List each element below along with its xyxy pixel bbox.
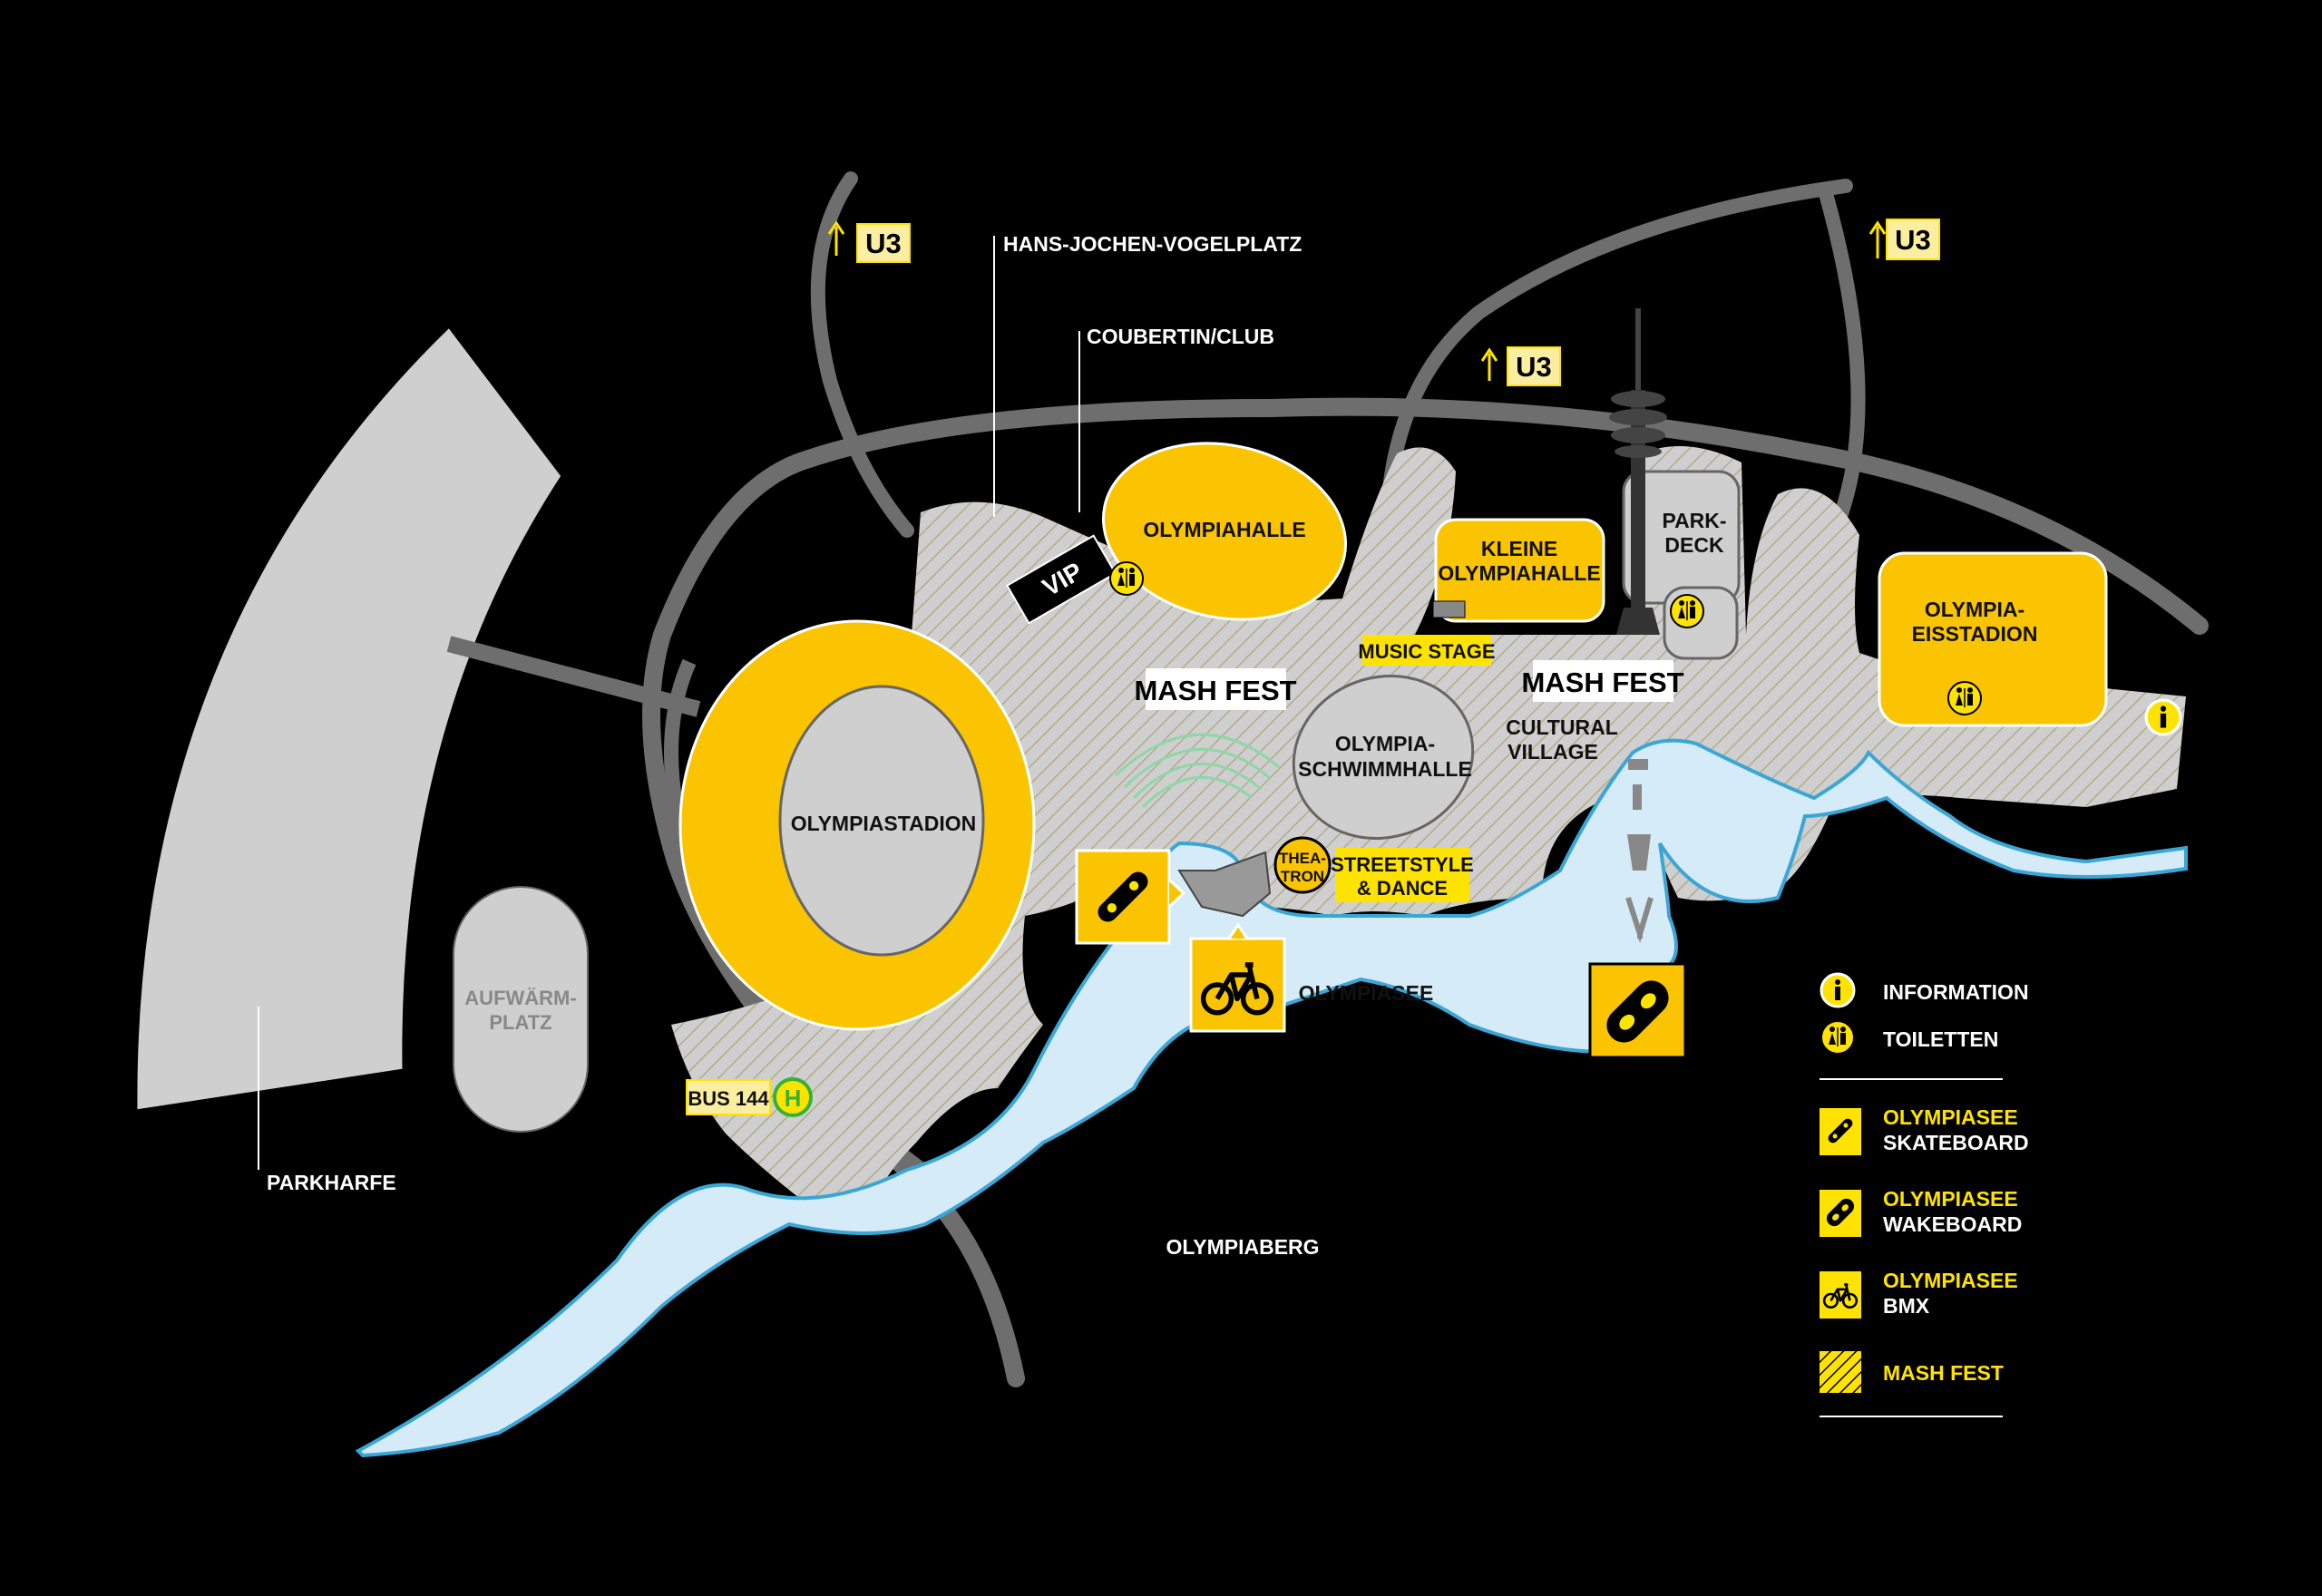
streetstyle-sign[interactable]: STREETSTYLE & DANCE [1331, 848, 1474, 902]
toilet-icon [1820, 1020, 1855, 1055]
music-stage-sign[interactable]: MUSIC STAGE [1358, 635, 1496, 666]
schwimmhalle-label-2: SCHWIMMHALLE [1298, 757, 1472, 781]
u3-right-sign[interactable]: U3 [1868, 219, 1940, 260]
legend-toiletten: TOILETTEN [1883, 1027, 1998, 1051]
legend-mash: MASH FEST [1883, 1361, 2004, 1385]
u3-top-left-sign[interactable]: U3 [827, 220, 911, 263]
toilet-icon[interactable] [1670, 594, 1704, 628]
cultural-village-label-2: VILLAGE [1507, 740, 1598, 764]
toilet-icon[interactable] [1947, 681, 1982, 715]
legend-bmx-2: BMX [1883, 1294, 1930, 1318]
path-u3-left [810, 171, 914, 538]
u3-label: U3 [1516, 351, 1552, 383]
mash-fest-swatch [1820, 1351, 1861, 1393]
info-icon [1820, 972, 1856, 1008]
mash-fest-sign-2[interactable]: MASH FEST [1521, 660, 1684, 702]
streetstyle-label-1: STREETSTYLE [1331, 853, 1474, 876]
olympia-schwimmhalle [1292, 675, 1475, 840]
toilet-icon[interactable] [1109, 561, 1144, 596]
olympiaberg-label: OLYMPIABERG [1166, 1235, 1319, 1259]
aufwaermplatz [453, 886, 589, 1133]
theatron-badge [1273, 836, 1332, 894]
hans-jochen-label: HANS-JOCHEN-VOGELPLATZ [1003, 232, 1302, 256]
u3-label: U3 [1895, 224, 1931, 256]
music-stage-marker [1432, 600, 1466, 618]
aufwarm-label-2: PLATZ [489, 1011, 551, 1034]
aufwarm-label-1: AUFWÄRM- [464, 987, 576, 1009]
parkharfe-label: PARKHARFE [267, 1171, 396, 1194]
bus-h: H [785, 1085, 802, 1112]
olympiastadion-label: OLYMPIASTADION [791, 812, 976, 835]
olympiahalle [1101, 442, 1348, 621]
theatron-stage [1177, 851, 1272, 918]
legend-skate-2: SKATEBOARD [1883, 1131, 2029, 1154]
olympiastadion-inner [778, 685, 985, 957]
legend-wake-2: WAKEBOARD [1883, 1212, 2022, 1236]
legend-skate-1: OLYMPIASEE [1883, 1105, 2018, 1129]
bmx-marker[interactable] [1189, 922, 1286, 1033]
bus-label: BUS 144 [688, 1087, 769, 1110]
skateboard-marker[interactable] [1075, 849, 1186, 945]
bus-stop[interactable]: BUS 144 H [686, 1077, 813, 1117]
mash-fest-label: MASH FEST [1134, 675, 1296, 706]
olympiasee-water [355, 738, 2188, 1458]
legend-information: INFORMATION [1883, 980, 2029, 1004]
u3-center-sign[interactable]: U3 [1480, 346, 1561, 386]
legend-wake-1: OLYMPIASEE [1883, 1187, 2018, 1211]
kleine-label-2: OLYMPIAHALLE [1438, 561, 1600, 585]
kleine-olympiahalle [1434, 518, 1605, 623]
theatron-label-2: TRON [1281, 868, 1324, 885]
kleine-label-1: KLEINE [1481, 537, 1557, 560]
mash-fest-sign-1[interactable]: MASH FEST [1134, 668, 1297, 710]
mash-fest-area [671, 446, 2186, 1224]
coubertin-label: COUBERTIN/CLUB [1087, 325, 1274, 348]
bus-stop-icon [773, 1077, 813, 1117]
path-connector [446, 636, 701, 717]
tv-tower-icon [1609, 308, 1667, 635]
streetstyle-label-2: & DANCE [1357, 877, 1448, 900]
olympiasee-label: OLYMPIASEE [1299, 981, 1434, 1005]
vip-box [1006, 534, 1117, 625]
olympia-eisstadion [1878, 551, 2108, 727]
wakeboard-marker[interactable] [1588, 962, 1687, 1059]
eisstadion-label-1: OLYMPIA- [1925, 598, 2024, 621]
theatron-label-1: THEA- [1279, 850, 1326, 867]
schwimmhalle-label-1: OLYMPIA- [1335, 732, 1435, 755]
mash-fest-label: MASH FEST [1521, 667, 1683, 698]
pier [1625, 759, 1654, 944]
eisstadion-label-2: EISSTADION [1912, 622, 2038, 646]
legend-bmx-1: OLYMPIASEE [1883, 1269, 2018, 1292]
parkdeck-label-2: DECK [1664, 533, 1724, 557]
music-stage-label: MUSIC STAGE [1358, 640, 1495, 663]
cultural-village-label-1: CULTURAL [1506, 715, 1618, 739]
info-icon[interactable] [2144, 698, 2182, 736]
parkdeck-label-1: PARK- [1662, 509, 1726, 532]
olympiahalle-label: OLYMPIAHALLE [1143, 518, 1305, 541]
u3-label: U3 [865, 228, 902, 259]
legend: INFORMATION TOILETTEN OLYMPIASEE SKATEBO… [1820, 972, 2029, 1417]
theatron-ripples [1114, 733, 1280, 809]
